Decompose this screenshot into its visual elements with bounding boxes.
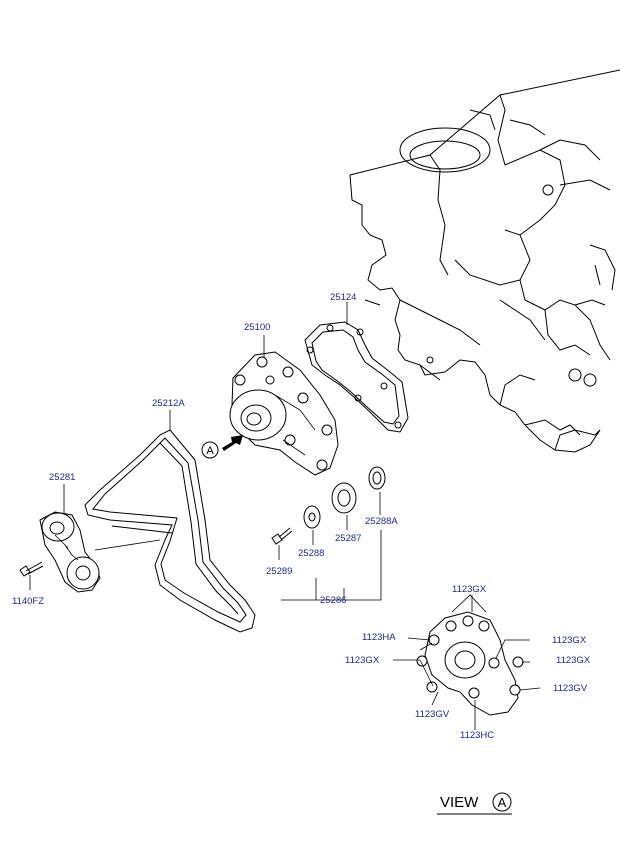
engine-block — [349, 69, 620, 453]
label-1123GX-right2: 1123GX — [556, 655, 591, 666]
leader-lines — [29, 302, 382, 601]
label-1123GX-right1: 1123GX — [552, 635, 587, 646]
label-25288: 25288 — [298, 548, 324, 559]
water-pump-25100 — [229, 351, 339, 476]
view-caption-letter: A — [498, 795, 507, 810]
pulley-25287 — [331, 482, 357, 514]
label-25287: 25287 — [335, 533, 361, 544]
arrow-a-letter: A — [206, 445, 214, 457]
label-1123GX-top: 1123GX — [452, 584, 487, 595]
gasket-25124 — [304, 321, 409, 433]
label-1123HC: 1123HC — [460, 730, 494, 741]
label-1123GV-right: 1123GV — [553, 683, 588, 694]
belt-25212A — [84, 429, 256, 633]
view-a-pump — [416, 611, 524, 716]
view-arrow-a: A — [201, 435, 243, 459]
label-1140FZ: 1140FZ — [12, 596, 44, 607]
label-25286: 25286 — [320, 595, 346, 606]
label-25289: 25289 — [266, 566, 292, 577]
view-a-caption: VIEW A — [437, 792, 512, 815]
view-caption-text: VIEW — [440, 794, 479, 811]
bolt-25289 — [271, 527, 293, 545]
label-1123GV-bottom: 1123GV — [415, 709, 450, 720]
pulley-25288 — [303, 505, 321, 529]
label-1123HA: 1123HA — [362, 632, 396, 643]
label-1123GX-left: 1123GX — [345, 655, 380, 666]
tensioner-25281 — [39, 511, 101, 593]
view-a-leader-lines — [393, 594, 541, 730]
label-25124: 25124 — [330, 292, 356, 303]
label-25100: 25100 — [244, 322, 270, 333]
seal-25288A — [368, 466, 386, 490]
label-25212A: 25212A — [152, 398, 185, 409]
bolt-1140FZ — [19, 561, 44, 577]
label-25288A: 25288A — [365, 516, 398, 527]
label-25281: 25281 — [49, 472, 75, 483]
